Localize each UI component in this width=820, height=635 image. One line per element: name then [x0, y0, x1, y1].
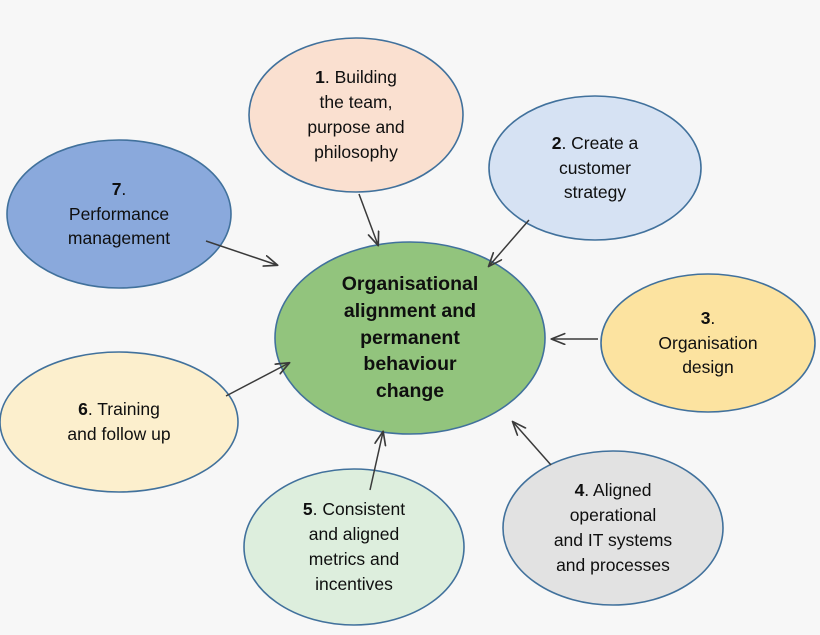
ellipse-organisation-design[interactable]: [600, 273, 816, 413]
ellipse-building-the-team[interactable]: [248, 37, 464, 193]
arrow-from-node5-to-center: [369, 432, 383, 491]
ellipse-create-a-customer-strategy[interactable]: [488, 95, 702, 241]
ellipse-performance-management[interactable]: [6, 139, 232, 289]
ellipse-consistent-and-aligned-metrics[interactable]: [243, 468, 465, 626]
arrow-from-node6-to-center: [225, 363, 289, 397]
ellipse-aligned-operational-and-it-systems[interactable]: [502, 450, 724, 606]
arrow-layer: [205, 193, 598, 491]
arrow-from-node1-to-center: [358, 193, 378, 245]
ellipse-training-and-follow-up[interactable]: [0, 351, 239, 493]
arrow-from-node2-to-center: [489, 219, 530, 266]
ellipse-organisational-alignment[interactable]: [274, 241, 546, 435]
arrow-from-node4-to-center: [513, 422, 552, 466]
ellipse-layer: [0, 37, 816, 626]
arrow-from-node7-to-center: [205, 240, 277, 265]
